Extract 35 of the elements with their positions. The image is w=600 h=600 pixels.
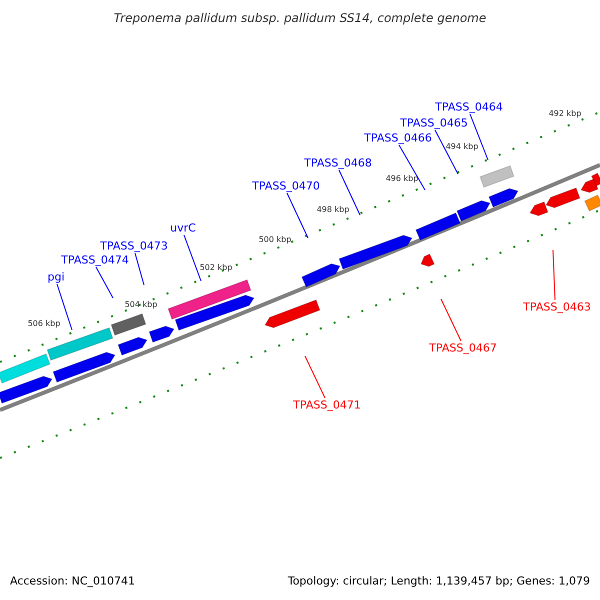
topology-text: Topology: circular; Length: 1,139,457 bp; Genes: 1,079 xyxy=(288,574,590,588)
gene-label: TPASS_0471 xyxy=(293,398,361,412)
gene-label: TPASS_0464 xyxy=(435,100,503,114)
position-label: 494 kbp xyxy=(446,142,478,152)
gene-label: TPASS_0474 xyxy=(61,254,129,266)
position-label: 492 kbp xyxy=(548,109,582,119)
leader-line xyxy=(134,252,144,286)
position-label: 498 kbp xyxy=(316,205,350,215)
gene-label: TPASS_0473 xyxy=(100,240,168,252)
position-label: 500 kbp xyxy=(258,235,292,245)
leader-line xyxy=(552,250,556,300)
position-label: 506 kbp xyxy=(28,319,60,329)
title: Treponema pallidum subsp. pallidum SS14, complete genome xyxy=(114,10,486,27)
gene-label: pgi xyxy=(47,270,65,284)
leader-line xyxy=(304,356,326,398)
leader-line xyxy=(184,234,202,282)
gene-label: TPASS_0466 xyxy=(364,132,432,144)
leader-line xyxy=(338,170,360,216)
leader-line xyxy=(96,266,114,298)
gene-label: TPASS_0467 xyxy=(429,342,497,354)
accession-text: Accession: NC_010741 xyxy=(10,574,136,588)
gene-label: TPASS_0465 xyxy=(400,116,468,130)
leader-line xyxy=(434,130,458,174)
leader-line xyxy=(56,284,72,330)
gene-label: TPASS_0470 xyxy=(252,180,320,192)
position-label: 496 kbp xyxy=(386,174,418,184)
position-label: 504 kbp xyxy=(124,300,158,310)
leader-line xyxy=(440,298,462,342)
leader-line xyxy=(286,192,308,238)
gene-label: TPASS_0463 xyxy=(523,300,591,314)
gene-label: uvrC xyxy=(170,222,196,234)
leader-line xyxy=(470,114,488,160)
position-label: 502 kbp xyxy=(200,263,232,273)
leader-line xyxy=(398,144,426,190)
gene-label: TPASS_0468 xyxy=(304,156,372,170)
